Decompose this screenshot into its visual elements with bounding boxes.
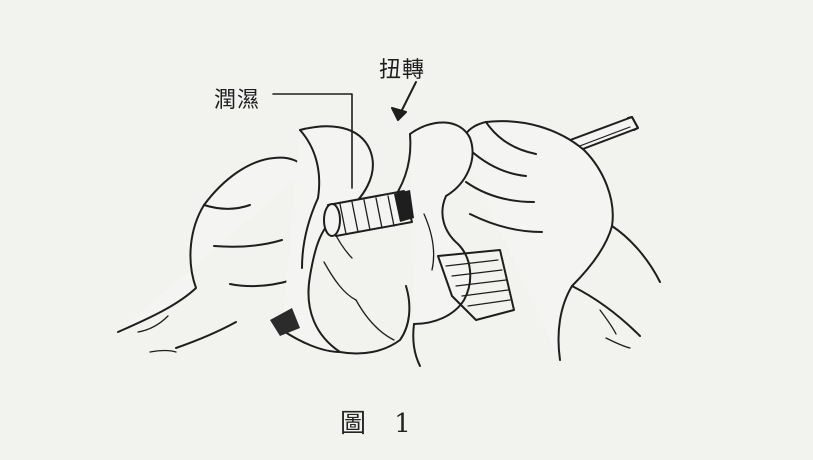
left-hand (117, 156, 307, 353)
eyepiece-lens (323, 190, 414, 237)
label-lubricant: 潤濕 (214, 88, 261, 113)
lubricant-leader-line (272, 93, 353, 189)
figure-caption: 圖 1 (340, 409, 421, 439)
right-hand (460, 120, 661, 361)
cloth (270, 121, 515, 367)
label-twist: 扭轉 (379, 58, 426, 83)
twist-arrow (391, 81, 417, 121)
